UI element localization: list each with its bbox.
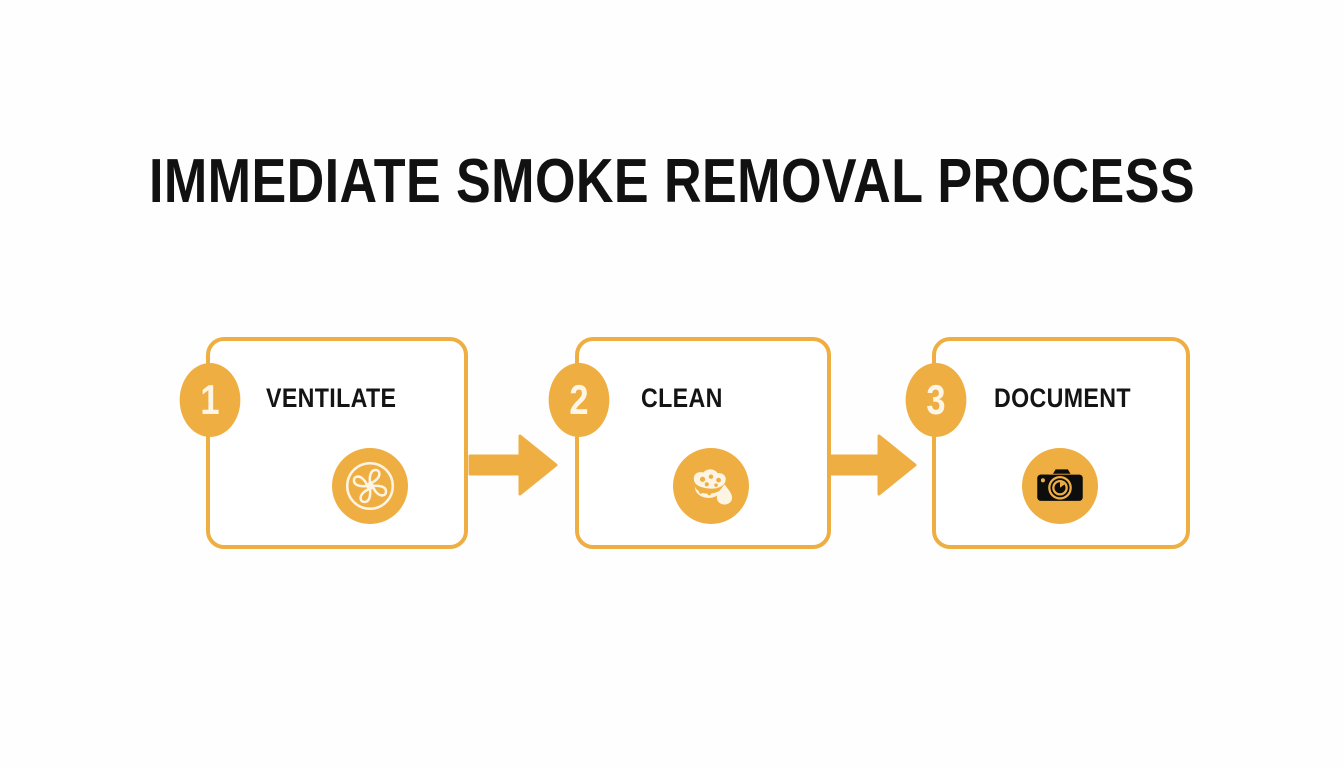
camera-icon: [1032, 458, 1088, 514]
step-number-badge-1: 1: [179, 363, 241, 437]
step-label-2: CLEAN: [641, 383, 723, 413]
step-icon-disc-3: [1022, 448, 1098, 524]
fan-icon: [343, 459, 397, 513]
step-icon-disc-2: [673, 448, 749, 524]
process-flow: 1 VENTILATE: [179, 337, 1190, 549]
step-number-badge-3: 3: [905, 363, 967, 437]
step-number-badge-2: 2: [548, 363, 610, 437]
page-title: IMMEDIATE SMOKE REMOVAL PROCESS: [148, 147, 1196, 216]
step-label-3: DOCUMENT: [994, 383, 1131, 413]
arrow-right-icon: [827, 432, 917, 498]
process-step-card-1[interactable]: 1 VENTILATE: [179, 337, 468, 549]
arrow-right-icon: [468, 432, 558, 498]
step-label-1: VENTILATE: [266, 383, 397, 413]
process-step-card-2[interactable]: 2 CLEAN: [548, 337, 831, 549]
flow-connector-2: [827, 432, 917, 498]
step-icon-disc-1: [332, 448, 408, 524]
sponge-droplet-icon: [684, 459, 738, 513]
process-step-card-3[interactable]: 3 DOCUMENT: [905, 337, 1190, 549]
flow-connector-1: [468, 432, 558, 498]
